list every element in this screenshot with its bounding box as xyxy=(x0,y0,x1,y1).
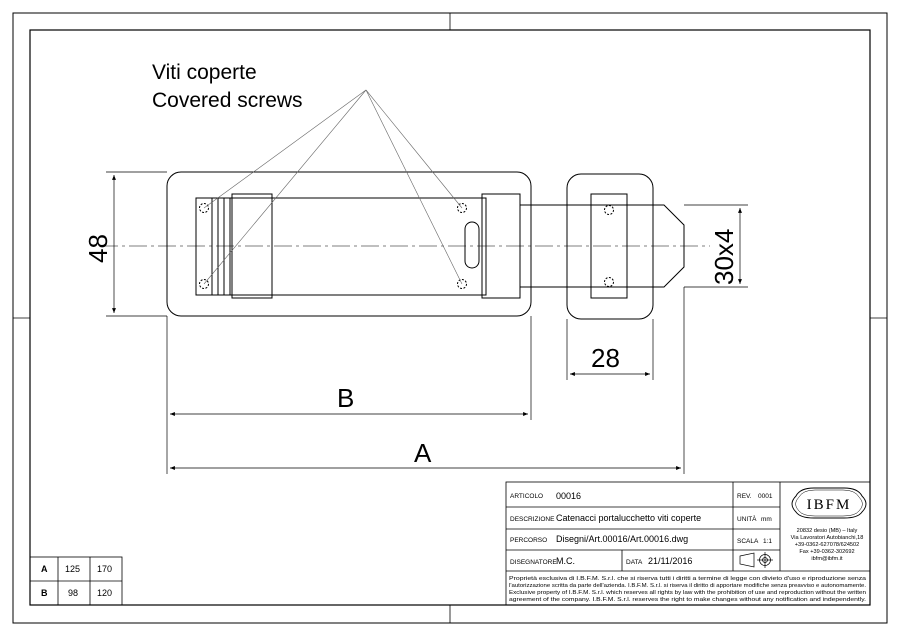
size-row-b-label: B xyxy=(41,588,48,598)
data-value: 21/11/2016 xyxy=(648,556,692,566)
data-label: DATA xyxy=(626,559,643,566)
dimension-a xyxy=(170,287,685,474)
dimension-shackle xyxy=(684,204,748,288)
address-line-2: Via Lavoratori Autobianchi,18 xyxy=(791,535,864,541)
size-row-a-label: A xyxy=(41,564,48,574)
address-line-1: 20832 desio (MB) – Italy xyxy=(797,528,858,534)
size-row-b-col1: 98 xyxy=(68,588,78,598)
notice-line-4: agreement of the company. I.B.F.M. S.r.l… xyxy=(509,597,866,603)
address-line-4: Fax +39-0362-302692 xyxy=(799,549,854,555)
size-table: A 125 170 B 98 120 xyxy=(29,556,123,606)
dimension-height-label: 48 xyxy=(83,234,113,263)
callout-en: Covered screws xyxy=(152,89,303,112)
notice-line-1: Proprietà esclusiva di I.B.F.M. S.r.l. c… xyxy=(509,576,866,582)
unita-label: UNITÀ xyxy=(737,514,757,523)
rev-label: REV. xyxy=(737,493,752,500)
scala-label: SCALA xyxy=(737,538,759,545)
size-row-a-col1: 125 xyxy=(65,564,80,574)
logo-text: IBFM xyxy=(807,497,852,513)
address-line-3: +39-0362-627078/624502 xyxy=(795,542,860,548)
rev-value: 0001 xyxy=(758,493,773,500)
disegnatore-value: M.C. xyxy=(556,556,575,566)
dimension-b-label: B xyxy=(337,383,354,413)
dimension-hasp-width xyxy=(566,319,654,380)
hasp-staple xyxy=(566,173,654,320)
callout-leaders xyxy=(203,89,463,285)
title-block: ARTICOLO 00016 REV. 0001 DESCRIZIONE Cat… xyxy=(505,481,871,606)
disegnatore-label: DISEGNATORE xyxy=(510,559,557,566)
descrizione-value: Catenacci portalucchetto viti coperte xyxy=(556,513,701,523)
projection-symbol-icon xyxy=(739,552,773,568)
articolo-label: ARTICOLO xyxy=(510,493,543,500)
percorso-label: PERCORSO xyxy=(510,537,547,544)
percorso-value: Disegni/Art.00016/Art.00016.dwg xyxy=(556,534,688,544)
size-row-a-col2: 170 xyxy=(97,564,112,574)
dimension-height xyxy=(106,171,167,317)
size-row-b-col2: 120 xyxy=(97,588,112,598)
dimension-b xyxy=(166,316,532,474)
callout-it: Viti coperte xyxy=(152,61,257,84)
dimension-shackle-label: 30x4 xyxy=(709,229,739,285)
ibfm-logo: IBFM xyxy=(791,487,867,519)
articolo-value: 00016 xyxy=(556,491,581,501)
sheet-frame xyxy=(12,12,888,624)
address-line-5: ibfm@ibfm.it xyxy=(811,556,843,562)
notice-line-3: Exclusive property of I.B.F.M. S.r.l. wh… xyxy=(509,590,866,596)
dimension-hasp-width-label: 28 xyxy=(591,343,620,373)
notice-line-2: l'autorizzazione scritta da parte dell'a… xyxy=(509,583,866,589)
descrizione-label: DESCRIZIONE xyxy=(510,516,555,523)
scala-value: 1:1 xyxy=(763,538,772,545)
latch-plate xyxy=(166,171,685,317)
unita-value: mm xyxy=(761,516,772,523)
dimension-a-label: A xyxy=(414,438,432,468)
